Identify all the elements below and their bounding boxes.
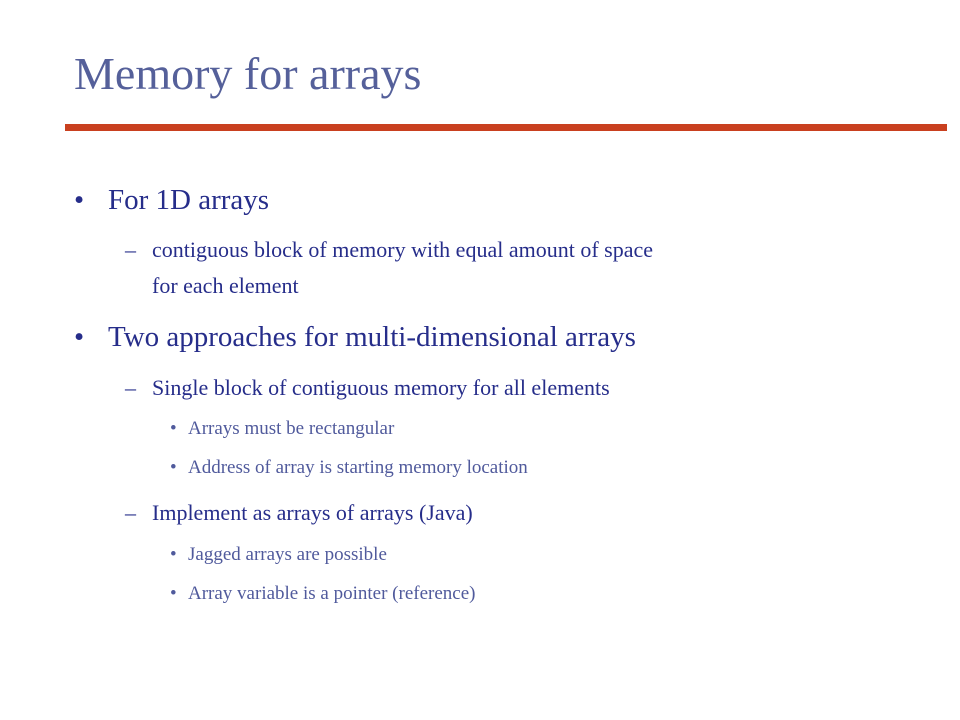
sub-bullet-text-line2: for each element bbox=[152, 273, 299, 298]
sub-sub-bullet-text: Jagged arrays are possible bbox=[188, 544, 387, 565]
slide-title: Memory for arrays bbox=[74, 48, 422, 99]
bullet-text: Two approaches for multi-dimensional arr… bbox=[108, 321, 636, 353]
sub-bullet-text: Implement as arrays of arrays (Java) bbox=[152, 500, 473, 525]
dash-marker: – bbox=[125, 500, 136, 525]
dash-marker: – bbox=[125, 237, 136, 262]
bullet-marker: • bbox=[74, 184, 85, 216]
bullet-marker: • bbox=[74, 321, 85, 353]
bullet-marker: • bbox=[170, 418, 177, 439]
title-underline bbox=[65, 124, 947, 131]
bullet-text: For 1D arrays bbox=[108, 184, 270, 216]
sub-bullet-text-line1: contiguous block of memory with equal am… bbox=[152, 237, 653, 262]
sub-sub-bullet-text: Address of array is starting memory loca… bbox=[188, 457, 528, 478]
bullet-marker: • bbox=[170, 457, 177, 478]
dash-marker: – bbox=[125, 375, 136, 400]
sub-sub-bullet-text: Array variable is a pointer (reference) bbox=[188, 583, 476, 604]
sub-bullet-text: Single block of contiguous memory for al… bbox=[152, 375, 610, 400]
bullet-marker: • bbox=[170, 544, 177, 565]
sub-sub-bullet-text: Arrays must be rectangular bbox=[188, 418, 395, 439]
bullet-marker: • bbox=[170, 583, 177, 604]
